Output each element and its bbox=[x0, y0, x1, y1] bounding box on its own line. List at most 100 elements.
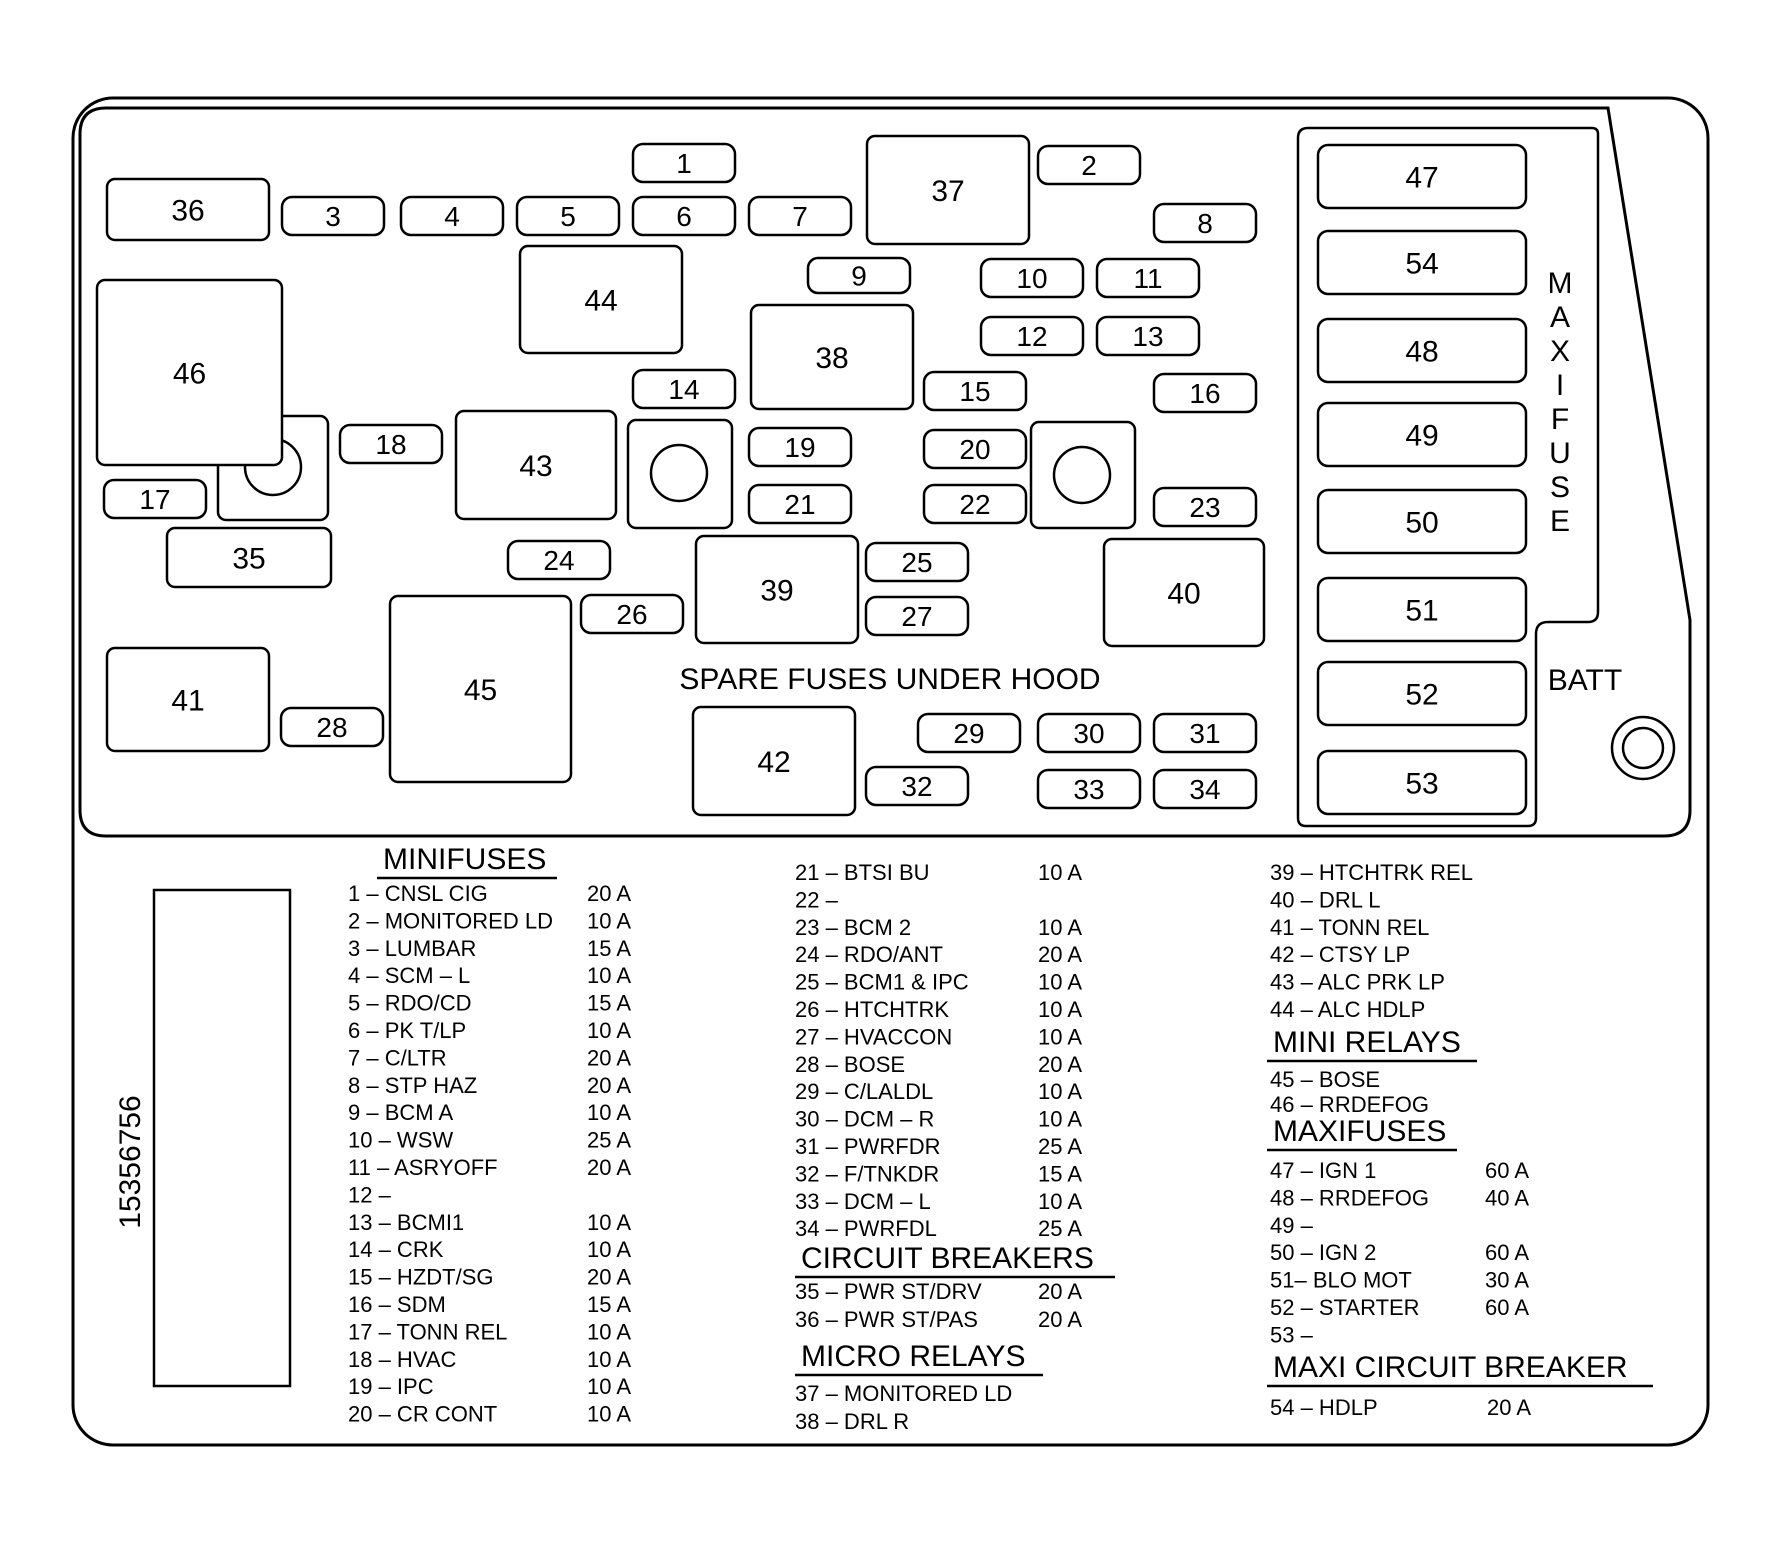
maxifuse-entry: 50 – IGN 2 bbox=[1270, 1240, 1376, 1265]
component-number: 13 bbox=[1132, 321, 1163, 352]
maxifuse-letter: X bbox=[1550, 335, 1570, 368]
micro-relay-entry: 42 – CTSY LP bbox=[1270, 942, 1410, 967]
minifuse-entry: 31 – PWRFDR bbox=[795, 1134, 940, 1159]
minifuse-25: 25 bbox=[864, 541, 970, 583]
minifuse-entry-rating: 10 A bbox=[587, 1100, 631, 1125]
maxifuse-51: 51 bbox=[1316, 576, 1528, 643]
component-number: 15 bbox=[959, 376, 990, 407]
minifuse-box bbox=[1152, 202, 1258, 244]
minifuse-entry-rating: 10 A bbox=[1038, 860, 1082, 885]
maxi-circuit-breaker-entry: 54 – HDLP bbox=[1270, 1395, 1378, 1420]
minifuse-box bbox=[399, 195, 505, 237]
minifuse-29: 29 bbox=[916, 712, 1022, 754]
connector-hole bbox=[649, 443, 709, 503]
component-number: 17 bbox=[139, 484, 170, 515]
minifuse-15: 15 bbox=[922, 370, 1028, 412]
component-number: 43 bbox=[519, 450, 552, 483]
component-number: 53 bbox=[1405, 767, 1438, 800]
minifuse-entry: 11 – ASRYOFF bbox=[348, 1155, 498, 1180]
minifuse-19: 19 bbox=[747, 426, 853, 468]
minifuse-entry: 24 – RDO/ANT bbox=[795, 942, 943, 967]
minifuse-entry-rating: 10 A bbox=[587, 1402, 631, 1427]
minifuse-entry-rating: 20 A bbox=[587, 1155, 631, 1180]
component-number: 12 bbox=[1016, 321, 1047, 352]
minifuse-entry: 22 – bbox=[795, 887, 839, 912]
component-number: 14 bbox=[668, 374, 699, 405]
maxifuse-letter: U bbox=[1549, 437, 1571, 470]
maxifuse-letter: E bbox=[1550, 505, 1570, 538]
minifuse-box bbox=[1036, 144, 1142, 186]
minifuse-2: 2 bbox=[1036, 144, 1142, 186]
minifuse-entry: 14 – CRK bbox=[348, 1237, 444, 1262]
circuit-breaker-36: 36 bbox=[105, 177, 271, 242]
component-number: 2 bbox=[1081, 150, 1097, 181]
fuse-block-outline bbox=[71, 96, 1710, 1447]
component-number: 38 bbox=[815, 342, 848, 375]
minifuse-box bbox=[579, 593, 685, 635]
minifuse-entry: 1 – CNSL CIG bbox=[348, 881, 488, 906]
minifuse-entry-rating: 20 A bbox=[587, 1265, 631, 1290]
minifuse-entry-rating: 15 A bbox=[587, 991, 631, 1016]
minifuse-entry-rating: 15 A bbox=[587, 936, 631, 961]
minifuse-box bbox=[1152, 486, 1258, 528]
minifuse-entry-rating: 10 A bbox=[1038, 1024, 1082, 1049]
minifuse-box bbox=[1152, 372, 1258, 414]
minifuse-entry-rating: 25 A bbox=[1038, 1216, 1082, 1241]
minifuse-entry-rating: 10 A bbox=[587, 963, 631, 988]
minifuse-entry: 21 – BTSI BU bbox=[795, 860, 930, 885]
component-number: 51 bbox=[1405, 594, 1438, 627]
maxifuse-box bbox=[1316, 488, 1528, 555]
micro-relay-entry: 40 – DRL L bbox=[1270, 887, 1380, 912]
minifuse-entry: 10 – WSW bbox=[348, 1128, 453, 1153]
maxifuse-entry: 52 – STARTER bbox=[1270, 1295, 1420, 1320]
maxifuse-entry-rating: 40 A bbox=[1485, 1185, 1529, 1210]
mini-relay-46: 46 bbox=[95, 278, 284, 467]
minifuse-entry: 28 – BOSE bbox=[795, 1052, 905, 1077]
component-number: 20 bbox=[959, 434, 990, 465]
minifuse-box bbox=[864, 595, 970, 637]
maxifuse-letter: F bbox=[1551, 403, 1569, 436]
mini-relay-box bbox=[95, 278, 284, 467]
component-number: 27 bbox=[901, 601, 932, 632]
component-number: 5 bbox=[560, 201, 576, 232]
minifuse-entry: 6 – PK T/LP bbox=[348, 1018, 466, 1043]
minifuse-box bbox=[506, 539, 612, 581]
minifuse-box bbox=[747, 483, 853, 525]
maxifuse-letter: M bbox=[1548, 267, 1573, 300]
micro-relay-42: 42 bbox=[691, 705, 857, 817]
minifuse-12: 12 bbox=[979, 315, 1085, 357]
minifuse-entry-rating: 25 A bbox=[1038, 1134, 1082, 1159]
component-number: 33 bbox=[1073, 774, 1104, 805]
circuit-breaker-box bbox=[165, 526, 333, 589]
maxifuse-entry: 48 – RRDEFOG bbox=[1270, 1185, 1429, 1210]
maxifuse-bay-outline bbox=[1296, 126, 1600, 828]
component-number: 19 bbox=[784, 432, 815, 463]
component-number: 29 bbox=[953, 718, 984, 749]
minifuse-entry: 15 – HZDT/SG bbox=[348, 1265, 493, 1290]
minifuse-26: 26 bbox=[579, 593, 685, 635]
component-number: 34 bbox=[1189, 774, 1220, 805]
circuit-breaker-entry-rating: 20 A bbox=[1038, 1279, 1082, 1304]
micro-relays-heading: MICRO RELAYS bbox=[801, 1340, 1026, 1373]
maxifuse-entry: 51– BLO MOT bbox=[1270, 1268, 1412, 1293]
minifuse-box bbox=[1095, 315, 1201, 357]
component-number: 28 bbox=[316, 712, 347, 743]
micro-relay-entry: 37 – MONITORED LD bbox=[795, 1381, 1012, 1406]
component-number: 23 bbox=[1189, 492, 1220, 523]
minifuse-box bbox=[922, 483, 1028, 525]
minifuse-entry-rating: 20 A bbox=[1038, 1052, 1082, 1077]
minifuse-entry: 13 – BCMI1 bbox=[348, 1210, 464, 1235]
minifuse-box bbox=[922, 428, 1028, 470]
micro-relay-entry: 39 – HTCHTRK REL bbox=[1270, 860, 1473, 885]
minifuse-11: 11 bbox=[1095, 257, 1201, 299]
maxifuse-entry: 49 – bbox=[1270, 1213, 1314, 1238]
minifuse-entry: 5 – RDO/CD bbox=[348, 991, 471, 1016]
micro-relay-box bbox=[105, 646, 271, 753]
component-number: 47 bbox=[1405, 161, 1438, 194]
minifuse-entry: 4 – SCM – L bbox=[348, 963, 470, 988]
minifuse-8: 8 bbox=[1152, 202, 1258, 244]
minifuse-entry: 9 – BCM A bbox=[348, 1100, 453, 1125]
fuse-panel-outline bbox=[78, 106, 1692, 838]
minifuse-24: 24 bbox=[506, 539, 612, 581]
minifuse-box bbox=[864, 541, 970, 583]
